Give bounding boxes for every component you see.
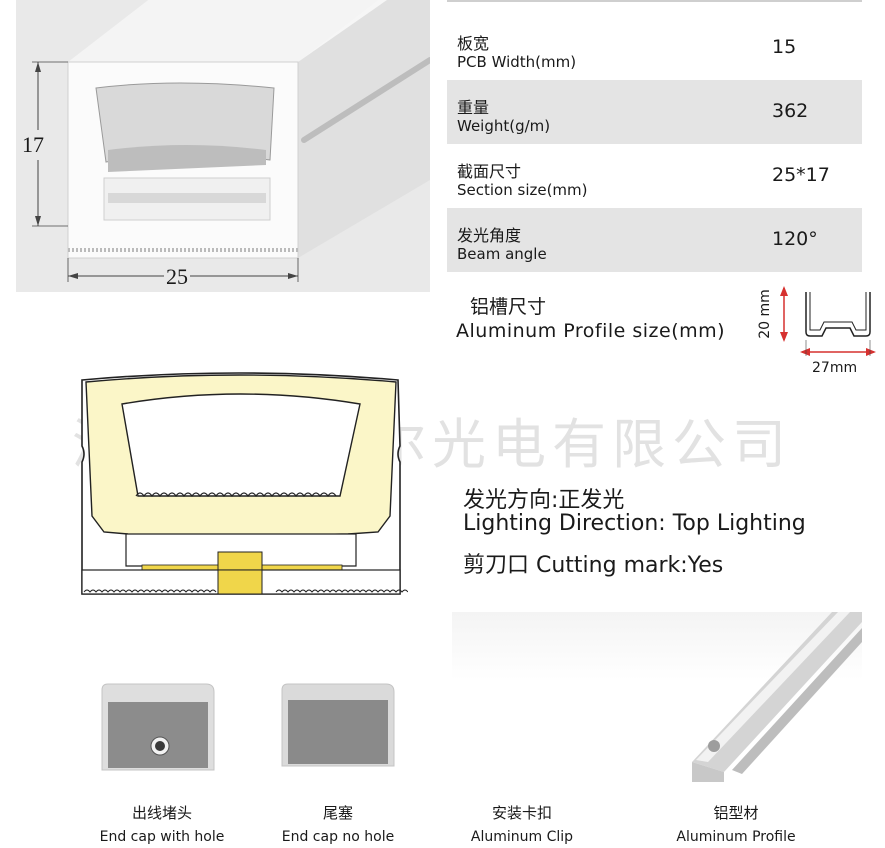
end-cap-with-hole-image — [96, 680, 226, 776]
aluminum-size-label-cn: 铝槽尺寸 — [470, 296, 547, 318]
accessory-end-cap-no-hole: 尾塞 End cap no hole — [248, 802, 428, 845]
accessory-label-cn: 铝型材 — [713, 804, 759, 822]
lighting-direction-cn: 发光方向:正发光 — [463, 488, 625, 513]
width-dimension-label: 25 — [164, 264, 190, 290]
spec-label-en: Weight(g/m) — [457, 117, 551, 135]
product-3d-render: 17 25 — [16, 0, 433, 292]
accessory-end-cap-with-hole: 出线堵头 End cap with hole — [72, 802, 252, 845]
spec-value: 15 — [772, 36, 797, 58]
accessory-label-cn: 安装卡扣 — [491, 804, 552, 822]
spec-row-weight: 重量 Weight(g/m) 362 — [447, 80, 862, 144]
neon-cross-section-drawing — [81, 372, 409, 595]
accessory-label-en: Aluminum Clip — [470, 829, 574, 845]
spec-value: 120° — [772, 228, 818, 250]
aluminum-size-label-en: Aluminum Profile size(mm) — [456, 320, 726, 342]
accessory-label-en: End cap with hole — [99, 829, 225, 845]
spec-value: 362 — [772, 100, 809, 122]
end-cap-no-hole-image — [276, 680, 406, 776]
spec-label-cn: 板宽 — [457, 34, 490, 53]
spec-label-cn: 重量 — [457, 98, 490, 117]
end-cap-no-hole-drawing — [281, 683, 395, 767]
neon-strip-3d-illustration — [32, 0, 433, 282]
spec-row-beam-angle: 发光角度 Beam angle 120° — [447, 208, 862, 272]
end-cap-with-hole-drawing — [101, 683, 215, 771]
accessory-label-en: End cap no hole — [281, 829, 395, 845]
aluminum-profile-drawing — [780, 286, 876, 356]
lighting-direction-en: Lighting Direction: Top Lighting — [463, 511, 806, 536]
table-top-border — [447, 0, 862, 2]
aluminum-height-label: 20 mm — [756, 289, 773, 339]
aluminum-profile-rail-drawing — [692, 612, 862, 782]
spec-label-cn: 发光角度 — [457, 226, 522, 245]
spec-row-section-size: 截面尺寸 Section size(mm) 25*17 — [447, 144, 862, 208]
accessory-label-en: Aluminum Profile — [676, 829, 796, 845]
spec-label-en: PCB Width(mm) — [457, 53, 577, 71]
spec-label-cn: 截面尺寸 — [457, 162, 522, 181]
spec-label-en: Beam angle — [457, 245, 547, 263]
spec-value: 25*17 — [772, 164, 830, 186]
accessory-label-cn: 出线堵头 — [131, 804, 192, 822]
accessory-label-cn: 尾塞 — [322, 804, 353, 822]
spec-label-en: Section size(mm) — [457, 181, 588, 199]
aluminum-profile-image — [452, 612, 862, 782]
aluminum-width-label: 27mm — [812, 360, 858, 376]
aluminum-profile-diagram: 20 mm 27mm — [752, 282, 880, 378]
cutting-mark: 剪刀口 Cutting mark:Yes — [463, 553, 724, 578]
spec-row-pcb-width: 板宽 PCB Width(mm) 15 — [447, 16, 862, 80]
accessory-aluminum-profile: 铝型材 Aluminum Profile — [646, 802, 826, 845]
accessory-aluminum-clip: 安装卡扣 Aluminum Clip — [432, 802, 612, 845]
cross-section-diagram — [78, 366, 409, 602]
height-dimension-label: 17 — [22, 130, 44, 160]
